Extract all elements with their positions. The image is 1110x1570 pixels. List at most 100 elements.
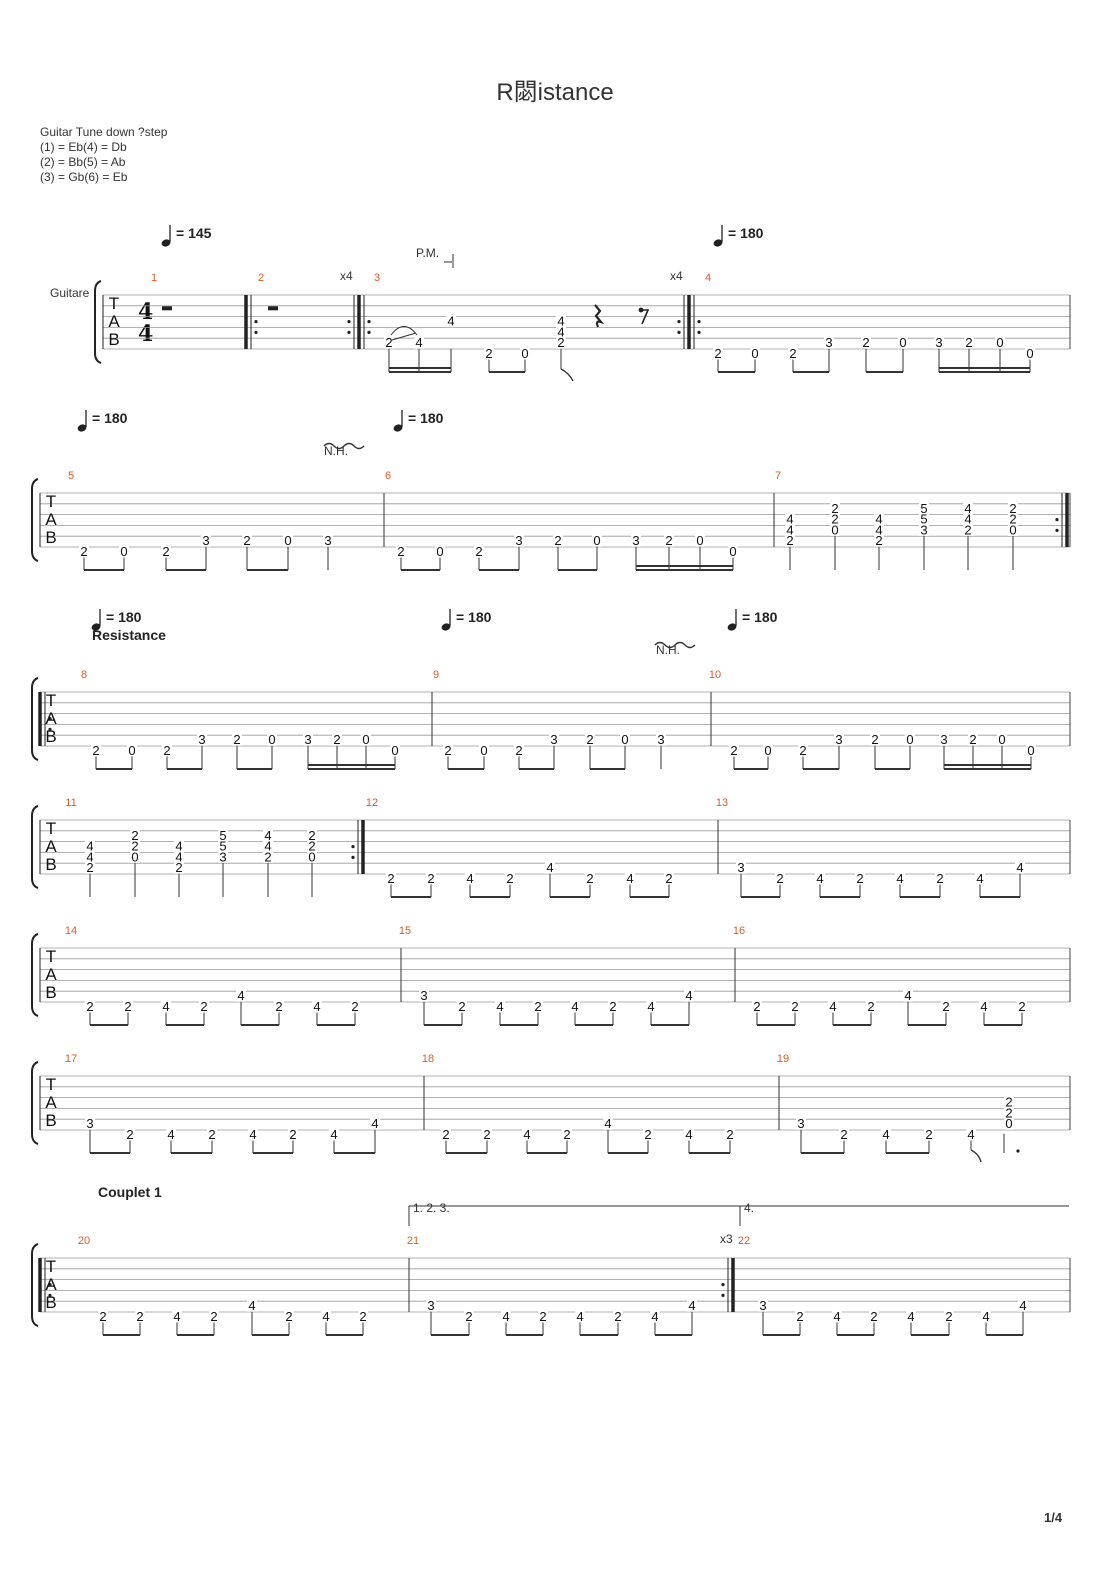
quarter-note-icon (91, 623, 101, 631)
fret-bg (775, 872, 785, 885)
fret-bg (585, 872, 595, 885)
fret-bg (323, 534, 333, 547)
tab-letter-t: T (46, 1075, 56, 1094)
fret-bg (1004, 1096, 1014, 1109)
fret-bg (963, 523, 973, 536)
fret-bg (785, 513, 795, 526)
fret-bg (312, 1000, 322, 1013)
fret-bg (174, 840, 184, 853)
fret-number: 2 (92, 743, 99, 758)
tempo-marking: = 145 (176, 225, 212, 241)
fret-number: 2 (726, 1127, 733, 1142)
fret-number: 2 (831, 512, 838, 527)
tab-letter-a: A (108, 312, 120, 331)
fret-number: 0 (1005, 1116, 1012, 1131)
fret-number: 0 (696, 533, 703, 548)
fret-number: 4 (964, 501, 971, 516)
fret-number: 2 (210, 1309, 217, 1324)
fret-bg (482, 1128, 492, 1141)
fret-number: 4 (875, 512, 882, 527)
fret-bg (919, 513, 929, 526)
fret-number: 3 (797, 1116, 804, 1131)
measure-number: 15 (399, 925, 411, 937)
fret-bg (834, 733, 844, 746)
tab-letter-t: T (46, 947, 56, 966)
fret-bg (130, 850, 140, 863)
fret-number: 4 (237, 988, 244, 1003)
fret-bg (350, 1000, 360, 1013)
fret-bg (232, 733, 242, 746)
fret-bg (1008, 502, 1018, 515)
fret-number: 4 (967, 1127, 974, 1142)
slide-slur (390, 326, 418, 336)
fret-number: 4 (829, 999, 836, 1014)
volta-ending-2: 4. (744, 1201, 754, 1215)
fret-number: 0 (308, 849, 315, 864)
fret-number: 5 (219, 839, 226, 854)
quarter-rest (594, 304, 605, 328)
page-title: R閟istance (496, 79, 614, 106)
fret-bg (1015, 861, 1025, 874)
tab-letter-a: A (45, 965, 57, 984)
fret-bg (197, 733, 207, 746)
fret-number: 2 (1018, 999, 1025, 1014)
measure-number: 14 (65, 925, 77, 937)
fret-bg (924, 1128, 934, 1141)
palm-mute-label: P.M. (416, 246, 439, 260)
fret-number: 4 (167, 1127, 174, 1142)
fret-number: 4 (982, 1309, 989, 1324)
fret-number: 2 (163, 743, 170, 758)
fret-bg (981, 1310, 991, 1323)
fret-bg (964, 336, 974, 349)
fret-bg (919, 502, 929, 515)
fret-number: 2 (644, 1127, 651, 1142)
fret-number: 4 (557, 324, 564, 339)
fret-bg (870, 733, 880, 746)
fret-number: 2 (483, 1127, 490, 1142)
fret-number: 2 (539, 1309, 546, 1324)
fret-number: 0 (593, 533, 600, 548)
fret-number: 4 (1019, 1298, 1026, 1313)
tab-letter-t: T (109, 294, 119, 313)
fret-bg (713, 347, 723, 360)
fret-bg (828, 1000, 838, 1013)
fret-bg (874, 534, 884, 547)
fret-bg (329, 1128, 339, 1141)
tab-letter-b: B (45, 855, 56, 874)
repeat-dot (48, 727, 52, 732)
tab-letter-b: B (45, 1293, 56, 1312)
fret-number: 2 (730, 743, 737, 758)
tuning-line: (2) = Bb(5) = Ab (40, 155, 126, 169)
fret-bg (750, 347, 760, 360)
fret-number: 2 (126, 1127, 133, 1142)
fret-bg (785, 523, 795, 536)
fret-bg (941, 1000, 951, 1013)
fret-number: 5 (920, 512, 927, 527)
fret-number: 0 (128, 743, 135, 758)
fret-bg (414, 336, 424, 349)
fret-number: 4 (546, 860, 553, 875)
fret-number: 4 (86, 839, 93, 854)
fret-bg (861, 336, 871, 349)
fret-bg (934, 336, 944, 349)
fret-number: 2 (786, 533, 793, 548)
fret-bg (283, 534, 293, 547)
fret-number: 4 (313, 999, 320, 1014)
fret-bg (788, 347, 798, 360)
fret-bg (522, 1128, 532, 1141)
staff-bracket (31, 478, 39, 562)
fret-bg (267, 733, 277, 746)
fret-bg (790, 1000, 800, 1013)
fret-bg (995, 336, 1005, 349)
fret-bg (332, 733, 342, 746)
measure-number: 4 (705, 272, 711, 284)
fret-bg (263, 850, 273, 863)
measure-number: 8 (81, 669, 87, 681)
fret-number: 4 (523, 1127, 530, 1142)
fret-bg (172, 1310, 182, 1323)
measure-number: 9 (433, 669, 439, 681)
tempo-marking: = 180 (742, 609, 778, 625)
fret-number: 3 (825, 335, 832, 350)
fret-number: 2 (1005, 1105, 1012, 1120)
fret-bg (545, 861, 555, 874)
